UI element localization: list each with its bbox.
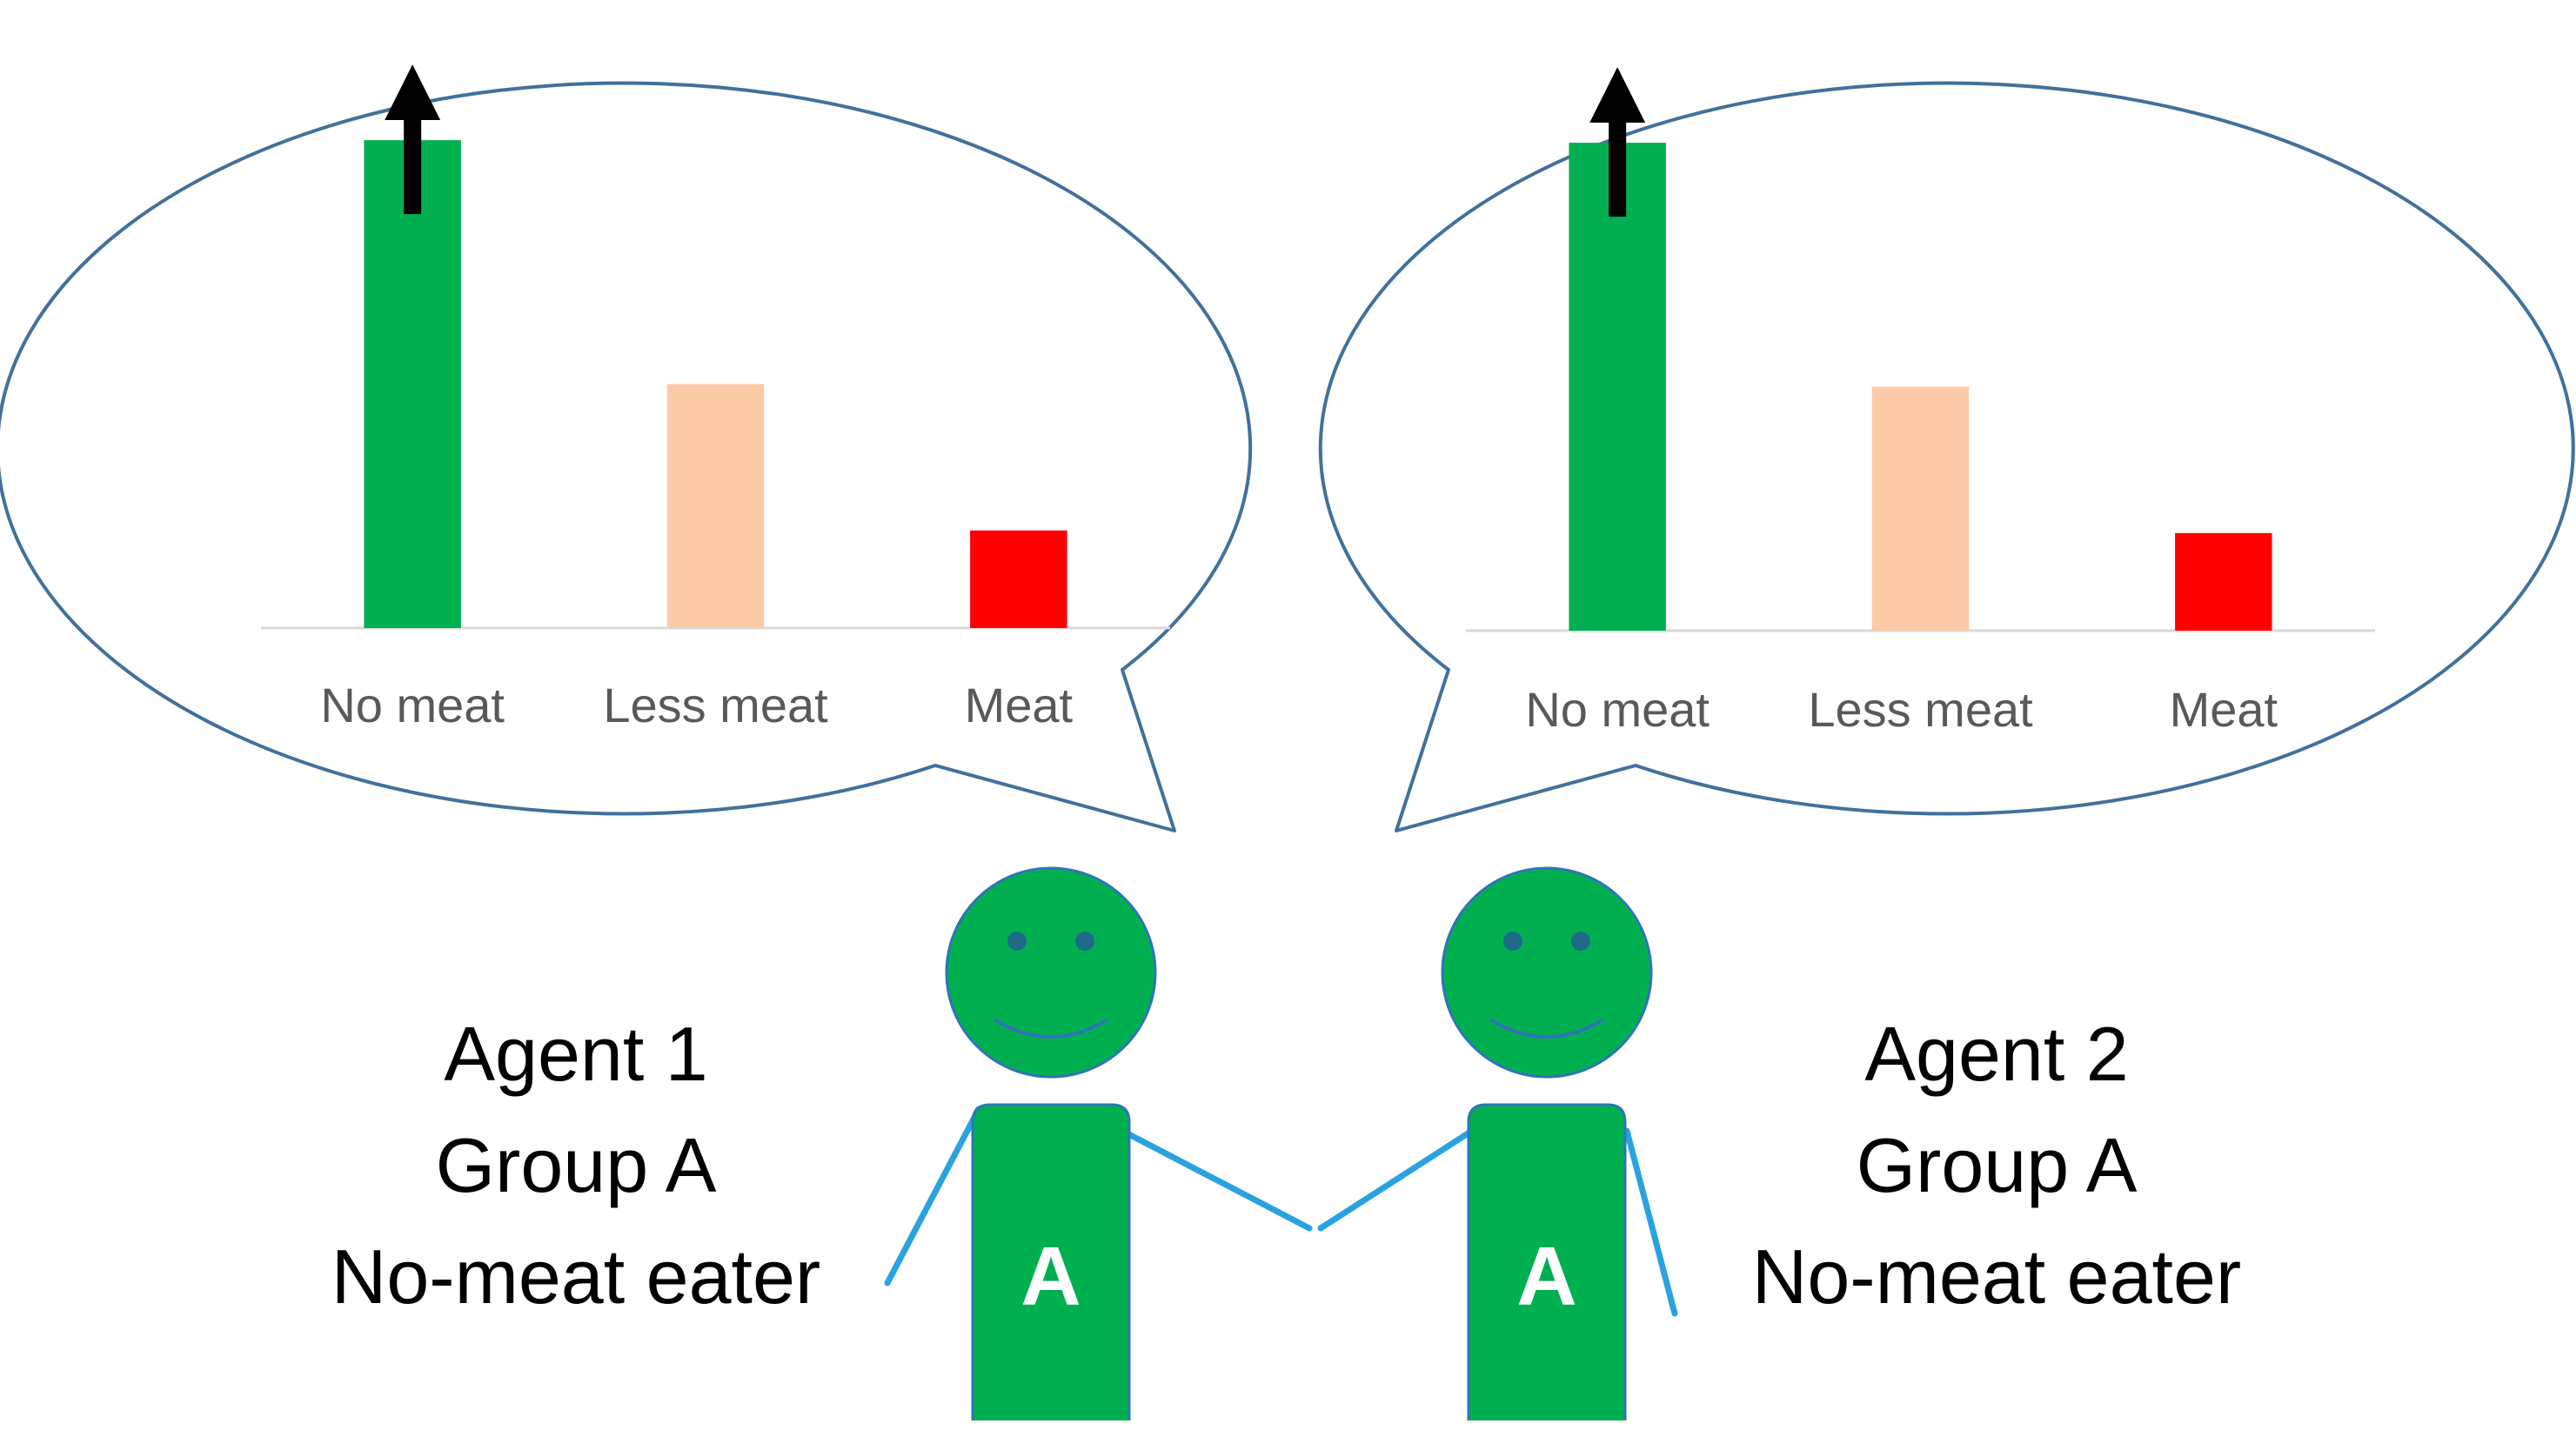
- agent-2-figure: A: [1317, 866, 1678, 1420]
- right-arm: [1119, 1127, 1313, 1232]
- bar-chart-agent-1: No meat Less meat Meat: [261, 64, 1170, 732]
- left-arm: [884, 1106, 982, 1287]
- bar-less-meat: [1871, 386, 1970, 631]
- category-label-meat: Meat: [965, 678, 1074, 732]
- left-arm: [1317, 1127, 1475, 1232]
- category-label-no-meat: No meat: [1525, 682, 1710, 737]
- agent-1-figure: A: [884, 866, 1313, 1420]
- bar-no-meat: [364, 140, 461, 628]
- bar-less-meat: [666, 384, 765, 628]
- category-label-less-meat: Less meat: [1808, 682, 2033, 737]
- category-label-no-meat: No meat: [320, 678, 505, 732]
- agent-diet: No-meat eater: [331, 1233, 820, 1320]
- smiley-face-icon: [1441, 866, 1653, 1079]
- category-label-meat: Meat: [2170, 682, 2278, 737]
- shirt-letter: A: [1020, 1230, 1081, 1323]
- bar-chart-agent-2: No meat Less meat Meat: [1466, 67, 2375, 737]
- speech-bubble-agent-1: No meat Less meat Meat: [0, 64, 1253, 832]
- smiley-face-icon: [945, 866, 1157, 1079]
- category-label-less-meat: Less meat: [603, 678, 828, 732]
- bar-no-meat: [1569, 143, 1666, 631]
- agent-2-label: Agent 2 Group A No-meat eater: [1752, 1011, 2241, 1320]
- agent-1-label: Agent 1 Group A No-meat eater: [331, 1011, 820, 1320]
- speech-bubble-agent-2: No meat Less meat Meat: [1318, 67, 2575, 832]
- right-arm: [1623, 1127, 1678, 1317]
- agent-group: Group A: [1857, 1122, 2138, 1208]
- bar-meat: [2175, 532, 2272, 631]
- agent-body: [1467, 1103, 1627, 1420]
- agent-group: Group A: [436, 1122, 717, 1208]
- shirt-letter: A: [1516, 1230, 1576, 1323]
- agent-name: Agent 2: [1864, 1011, 2128, 1097]
- agent-name: Agent 1: [444, 1011, 707, 1097]
- speech-bubble-outline: [0, 81, 1253, 832]
- bar-meat: [970, 530, 1067, 628]
- agent-body: [971, 1103, 1131, 1420]
- agent-diet: No-meat eater: [1752, 1233, 2241, 1320]
